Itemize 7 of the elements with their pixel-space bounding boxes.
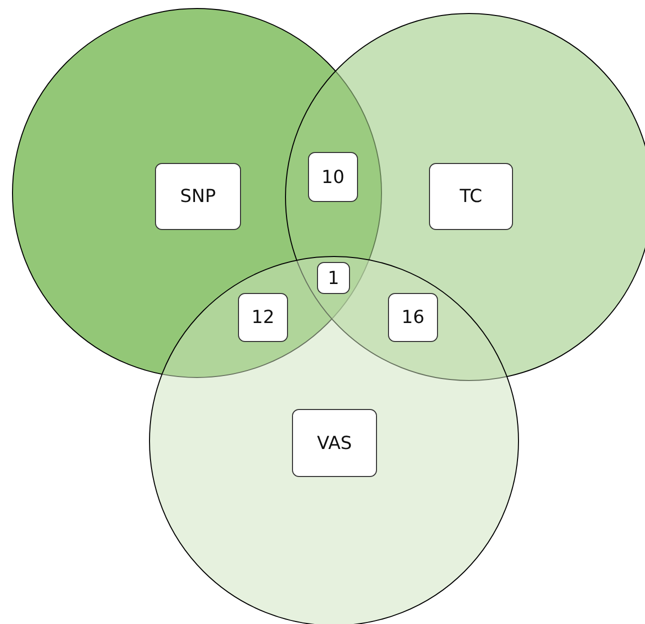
- set-label: 12: [238, 293, 288, 342]
- set-label: 1: [317, 262, 350, 294]
- set-label: 16: [388, 293, 438, 342]
- set-label: 10: [308, 152, 358, 202]
- set-label: SNP: [155, 163, 241, 230]
- set-label: TC: [429, 163, 513, 230]
- set-label: VAS: [292, 409, 377, 477]
